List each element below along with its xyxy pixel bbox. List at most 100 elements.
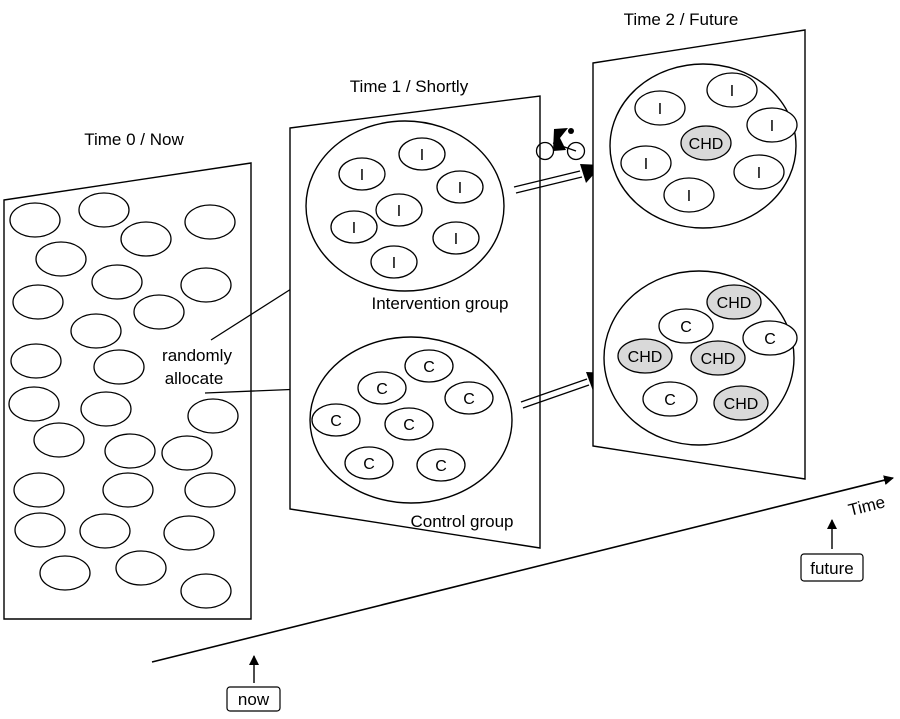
future-label: future [810, 559, 853, 578]
control-participant: C [384, 407, 434, 441]
control-participant: C [357, 371, 407, 405]
intervention-participant-label: I [458, 180, 462, 197]
control-participant: C [311, 403, 361, 437]
time-axis [151, 475, 894, 663]
population-oval [133, 294, 185, 330]
time-axis-label: Time [846, 492, 887, 519]
future-intervention-participant: I [663, 177, 715, 213]
population-oval [14, 512, 66, 548]
intervention-participant: I [432, 221, 480, 255]
population-oval [187, 398, 239, 434]
control-participant: C [404, 349, 454, 383]
intervention-group-label: Intervention group [371, 294, 508, 313]
future-control-participant: C [658, 308, 714, 344]
intervention-participant-label: I [360, 167, 364, 184]
intervention-participant: I [338, 157, 386, 191]
intervention-participant-label: I [352, 220, 356, 237]
future-intervention-participant-label: I [770, 118, 774, 135]
intervention-participants: I I I I I I I [330, 137, 484, 279]
future-disease-case-label: CHD [724, 396, 759, 413]
future-disease-case: CHD [713, 385, 769, 421]
population-oval [91, 264, 143, 300]
future-disease-case: CHD [690, 340, 746, 376]
future-disease-case: CHD [706, 284, 762, 320]
future-intervention-participant: I [746, 107, 798, 143]
panel-time-2-title: Time 2 / Future [624, 10, 739, 29]
population-oval [180, 267, 232, 303]
future-intervention-participant-label: I [687, 188, 691, 205]
population-oval [70, 313, 122, 349]
population-oval [35, 241, 87, 277]
intervention-participant: I [375, 193, 423, 227]
future-control-participant-label: C [680, 319, 692, 336]
population-oval [39, 555, 91, 591]
control-participant-label: C [423, 359, 435, 376]
allocate-label-line1: randomly [162, 346, 232, 365]
future-intervention-participant: I [620, 145, 672, 181]
population-oval [115, 550, 167, 586]
population-oval [80, 391, 132, 427]
future-disease-case-label: CHD [701, 351, 736, 368]
control-participant-label: C [403, 417, 415, 434]
panel-time-1-title: Time 1 / Shortly [350, 77, 469, 96]
control-participant: C [444, 381, 494, 415]
future-box [800, 553, 864, 582]
future-intervention-participant: I [634, 90, 686, 126]
intervention-participant: I [436, 170, 484, 204]
future-control-participant: C [742, 320, 798, 356]
intervention-participant-label: I [392, 255, 396, 272]
control-participants: C C C C C C C [311, 349, 494, 482]
control-group-label: Control group [410, 512, 513, 531]
future-control-participants: CHD C C CHD CHD C CHD [617, 284, 798, 421]
population-oval [120, 221, 172, 257]
control-participant-label: C [435, 458, 447, 475]
population-oval [13, 472, 65, 508]
now-label: now [238, 690, 270, 709]
future-control-participant-label: C [764, 331, 776, 348]
population-oval [180, 573, 232, 609]
future-intervention-participant: I [733, 154, 785, 190]
control-participant-label: C [330, 413, 342, 430]
intervention-participant: I [330, 210, 378, 244]
population-oval [161, 435, 213, 471]
intervention-participant: I [370, 245, 418, 279]
population-oval [163, 515, 215, 551]
control-participant: C [416, 448, 466, 482]
intervention-participant-label: I [454, 231, 458, 248]
control-participant-label: C [463, 391, 475, 408]
control-participant: C [344, 446, 394, 480]
population-oval [93, 349, 145, 385]
population-oval [9, 202, 61, 238]
future-intervention-participant-label: I [644, 156, 648, 173]
future-control-participant: C [642, 381, 698, 417]
population-ovals [8, 192, 239, 609]
population-oval [79, 513, 131, 549]
future-disease-case-label: CHD [717, 295, 752, 312]
population-oval [184, 472, 236, 508]
control-participant-label: C [363, 456, 375, 473]
future-disease-case: CHD [617, 338, 673, 374]
future-intervention-participant-label: I [658, 101, 662, 118]
future-intervention-participant-label: I [757, 165, 761, 182]
population-oval [78, 192, 130, 228]
cyclist-icon [535, 128, 586, 161]
population-oval [8, 386, 60, 422]
allocate-arrow-control [204, 384, 304, 395]
future-intervention-participant-label: I [730, 83, 734, 100]
intervention-participant-label: I [420, 147, 424, 164]
future-intervention-participants: I I I CHD I I I [620, 72, 798, 213]
population-oval [102, 472, 154, 508]
intervention-participant-label: I [397, 203, 401, 220]
future-disease-case-label: CHD [689, 136, 724, 153]
population-oval [33, 422, 85, 458]
future-disease-case-label: CHD [628, 349, 663, 366]
allocate-label-line2: allocate [165, 369, 224, 388]
population-oval [10, 343, 62, 379]
panel-time-0-title: Time 0 / Now [84, 130, 184, 149]
future-control-participant-label: C [664, 392, 676, 409]
control-participant-label: C [376, 381, 388, 398]
now-box [226, 686, 281, 712]
future-intervention-participant: I [706, 72, 758, 108]
